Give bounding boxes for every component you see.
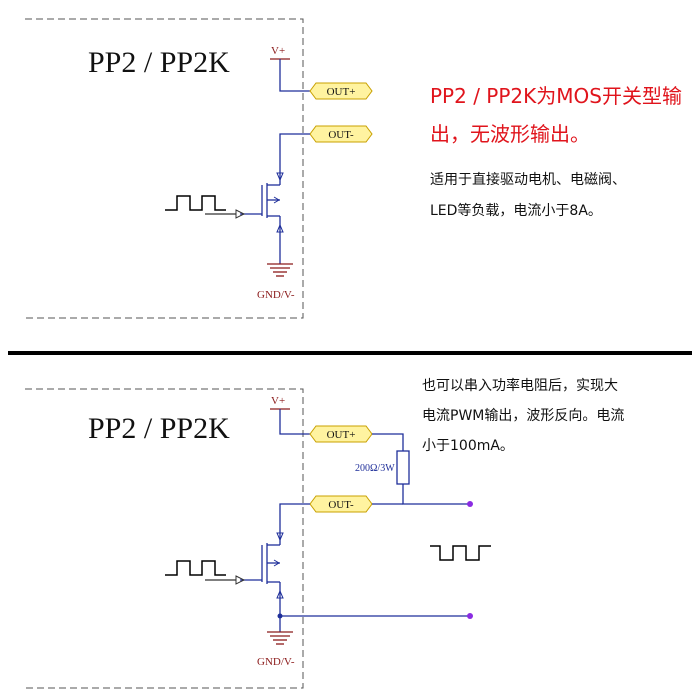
bottom-out-plus-label: OUT+ — [327, 429, 356, 441]
bottom-ground-symbol — [267, 631, 293, 645]
bottom-source-arrow — [276, 589, 284, 599]
top-panel: PP2 / PP2K V+ OUT+ OUT- — [25, 18, 373, 319]
bottom-out-minus-label: OUT- — [328, 499, 354, 511]
top-vplus-wire — [279, 59, 310, 92]
bottom-output-wire — [402, 484, 470, 505]
bottom-note-line2: 电流PWM输出，波形反向。电流 — [422, 408, 625, 424]
bottom-panel: PP2 / PP2K V+ OUT+ OUT- 200Ω/3W — [25, 388, 491, 689]
bottom-drain-wire — [279, 503, 310, 545]
top-out-plus-label: OUT+ — [327, 86, 356, 98]
bottom-out-minus-port: OUT- — [309, 495, 373, 513]
bottom-module-border — [25, 388, 304, 689]
top-mosfet-symbol — [261, 183, 280, 218]
bottom-module-title: PP2 / PP2K — [88, 412, 230, 445]
top-out-minus-label: OUT- — [328, 129, 354, 141]
top-ground-symbol — [267, 263, 293, 277]
bottom-note-line3: 小于100mA。 — [422, 438, 514, 454]
top-module-border — [25, 18, 304, 319]
bottom-resistor-label: 200Ω/3W — [355, 463, 395, 474]
top-drain-arrow — [276, 172, 284, 182]
top-input-pulse-icon — [165, 195, 226, 211]
top-vplus-label: V+ — [271, 45, 285, 57]
top-drain-wire — [279, 133, 310, 185]
bottom-input-pulse-icon — [165, 560, 226, 576]
top-out-minus-port: OUT- — [309, 125, 373, 143]
top-note-line1: 适用于直接驱动电机、电磁阀、 — [430, 172, 626, 188]
bottom-resistor-top-wire — [372, 433, 404, 451]
bottom-vplus-wire — [279, 409, 310, 435]
bottom-note-line1: 也可以串入功率电阻后，实现大 — [422, 378, 618, 394]
bottom-resistor-symbol — [396, 450, 410, 485]
bottom-output-terminal — [467, 501, 473, 507]
top-module-title: PP2 / PP2K — [88, 46, 230, 79]
top-out-plus-port: OUT+ — [309, 82, 373, 100]
bottom-output-pulse-icon — [430, 545, 491, 561]
bottom-drain-arrow — [276, 532, 284, 542]
top-source-arrow — [276, 223, 284, 233]
top-note-line2: LED等负载，电流小于8A。 — [430, 203, 602, 219]
bottom-vplus-label: V+ — [271, 395, 285, 407]
bottom-gnd-label: GND/V- — [257, 656, 295, 668]
top-gnd-label: GND/V- — [257, 289, 295, 301]
bottom-ground-terminal — [467, 613, 473, 619]
bottom-mosfet-symbol — [261, 543, 280, 584]
bottom-out-plus-port: OUT+ — [309, 425, 373, 443]
top-heading: PP2 / PP2K为MOS开关型输出，无波形输出。 — [430, 84, 682, 146]
